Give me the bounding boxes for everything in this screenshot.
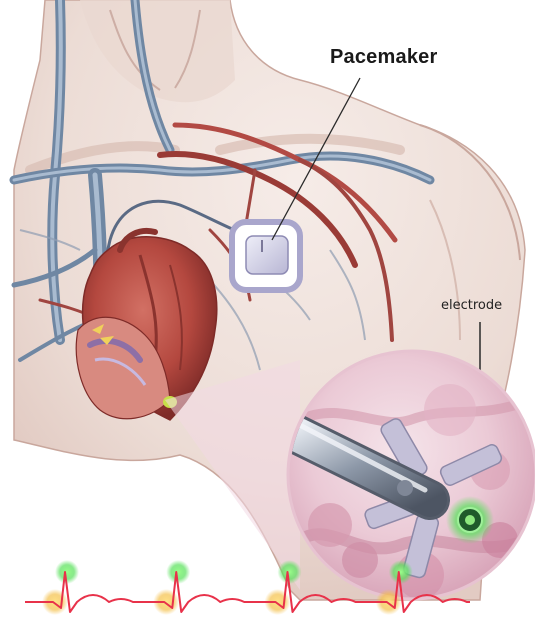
electrode-label: electrode: [441, 298, 502, 313]
pacemaker-device: [232, 222, 300, 290]
pacemaker-label: Pacemaker: [330, 46, 437, 69]
magnification-cone: [165, 360, 300, 590]
magnified-view: [288, 351, 535, 599]
